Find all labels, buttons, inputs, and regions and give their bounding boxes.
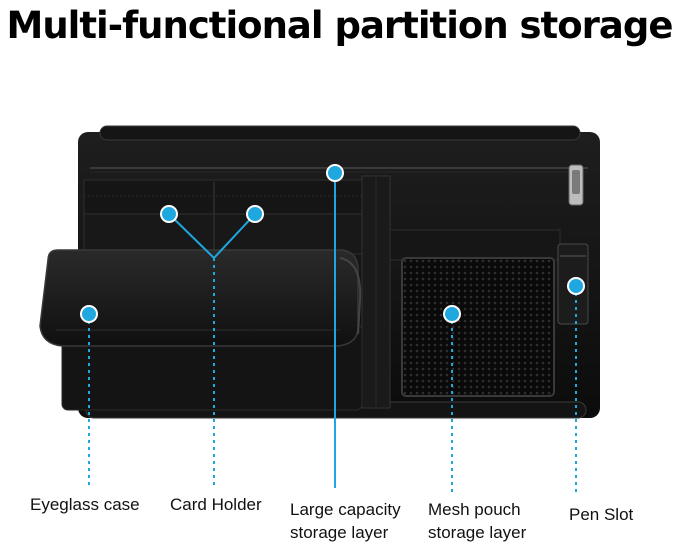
card-holder-pockets bbox=[83, 179, 365, 255]
mesh-pouch bbox=[389, 229, 561, 397]
page-title: Multi-functional partition storage bbox=[6, 4, 674, 47]
callout-dot-large-capacity bbox=[326, 164, 344, 182]
large-capacity-layer bbox=[361, 175, 391, 409]
label-card-holder: Card Holder bbox=[170, 495, 262, 514]
label-mesh-pouch-line2: storage layer bbox=[428, 523, 527, 542]
callout-lines bbox=[88, 173, 577, 494]
callout-dot-card-holder-left bbox=[160, 205, 178, 223]
label-large-capacity-line1: Large capacity bbox=[290, 500, 401, 519]
callout-dot-pen-slot bbox=[567, 277, 585, 295]
callout-dot-eyeglass-case bbox=[80, 305, 98, 323]
callout-dot-card-holder-right bbox=[246, 205, 264, 223]
label-mesh-pouch-line1: Mesh pouch bbox=[428, 500, 521, 519]
eyeglass-case bbox=[39, 249, 363, 411]
callout-dot-mesh-pouch bbox=[443, 305, 461, 323]
label-pen-slot: Pen Slot bbox=[569, 505, 634, 524]
label-large-capacity-line2: storage layer bbox=[290, 523, 389, 542]
label-eyeglass-case: Eyeglass case bbox=[30, 495, 140, 514]
